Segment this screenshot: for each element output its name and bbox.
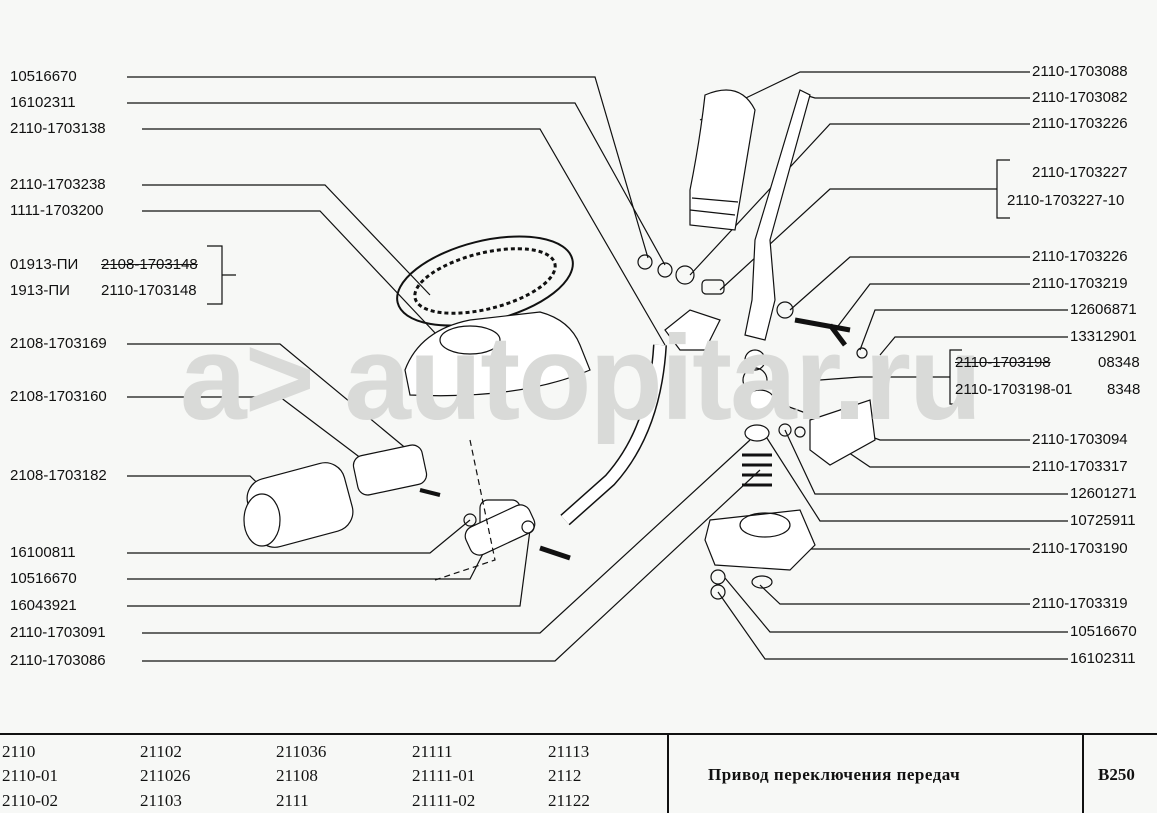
leader-line: [769, 399, 1030, 441]
leader-line: [142, 128, 666, 346]
part-label[interactable]: 8348: [1107, 381, 1141, 398]
shift-knob: [689, 89, 756, 231]
part-label[interactable]: 16102311: [10, 94, 76, 111]
diagram-title: Привод переключения передач: [708, 765, 961, 784]
part-label-obsolete[interactable]: 2108-1703148: [101, 256, 198, 273]
leader-line: [724, 577, 1068, 633]
part-label[interactable]: 1913-ПИ: [10, 282, 70, 299]
model-code: 21111-01: [412, 766, 476, 785]
spring-assembly: [742, 367, 775, 487]
leader-line: [127, 76, 649, 259]
hinge: [352, 444, 428, 496]
leader-line: [804, 94, 1030, 99]
leader-line: [689, 123, 1030, 276]
part-label[interactable]: 10516670: [10, 570, 77, 587]
part-label[interactable]: 2110-1703319: [1032, 595, 1128, 612]
part-label[interactable]: 2110-1703198-01: [955, 381, 1073, 398]
bolt: [794, 317, 851, 347]
sleeve: [464, 504, 536, 556]
nuts: [419, 254, 868, 600]
part-label[interactable]: 2110-1703082: [1032, 89, 1128, 106]
part-label[interactable]: 10725911: [1070, 512, 1136, 529]
model-code: 2110: [2, 742, 36, 761]
part-label[interactable]: 2110-1703086: [10, 652, 106, 669]
model-code: 21108: [276, 766, 318, 785]
leader-line: [859, 309, 1068, 351]
model-code: 2110-01: [2, 766, 59, 785]
part-label[interactable]: 1111-1703200: [10, 202, 104, 219]
rod: [560, 309, 721, 526]
part-label[interactable]: 2110-1703091: [10, 624, 106, 641]
part-label[interactable]: 10516670: [1070, 623, 1137, 640]
part-label[interactable]: 2108-1703160: [10, 388, 107, 405]
model-code: 21122: [548, 791, 590, 810]
part-label[interactable]: 01913-ПИ: [10, 256, 79, 273]
leader-line: [127, 102, 666, 266]
leader-line: [717, 591, 1068, 660]
plate: [809, 399, 876, 466]
model-code: 21103: [140, 791, 182, 810]
part-label[interactable]: 2108-1703169: [10, 335, 107, 352]
part-label[interactable]: 08348: [1098, 354, 1140, 371]
part-label[interactable]: 2110-1703226: [1032, 115, 1128, 132]
bracket-left: [207, 245, 236, 305]
leader-line: [142, 439, 751, 634]
part-label[interactable]: 2110-1703238: [10, 176, 106, 193]
axis-dashed: [434, 439, 496, 581]
diagram-code: B250: [1098, 765, 1135, 784]
bracket-right-mid: [930, 349, 962, 405]
leader-line: [834, 283, 1030, 331]
leader-line: [142, 184, 431, 296]
model-code: 21111: [412, 742, 453, 761]
part-label[interactable]: 2110-1703148: [101, 282, 197, 299]
part-label[interactable]: 2110-1703088: [1032, 63, 1128, 80]
leader-line: [127, 396, 371, 466]
part-label[interactable]: 2110-1703227-10: [1007, 192, 1125, 209]
leader-line: [819, 376, 930, 381]
model-code: 211036: [276, 742, 327, 761]
boot-cover: [404, 311, 591, 397]
part-label[interactable]: 16102311: [1070, 650, 1136, 667]
lever-housing: [704, 509, 816, 571]
part-label[interactable]: 12601271: [1070, 485, 1137, 502]
model-code: 2111: [276, 791, 309, 810]
leader-line: [127, 343, 421, 461]
model-code: 2112: [548, 766, 582, 785]
shift-lever: [744, 89, 811, 371]
boot-clamp: [243, 462, 354, 548]
leader-line: [789, 256, 1030, 311]
leader-line: [784, 429, 1068, 495]
leader-line: [142, 210, 471, 371]
footer-grid: [0, 733, 1157, 813]
leader-line: [127, 519, 471, 554]
part-label[interactable]: 2110-1703138: [10, 120, 106, 137]
part-label[interactable]: 16100811: [10, 544, 76, 561]
leader-line: [759, 584, 1030, 605]
bracket-right-top: [960, 159, 1010, 219]
model-code: 2110-02: [2, 791, 59, 810]
leader-line: [127, 529, 531, 607]
leader-line: [127, 539, 491, 580]
part-label[interactable]: 10516670: [10, 68, 77, 85]
part-label[interactable]: 12606871: [1070, 301, 1137, 318]
leader-line: [879, 336, 1068, 356]
leader-line: [764, 434, 1068, 522]
part-label[interactable]: 2108-1703182: [10, 467, 107, 484]
part-label[interactable]: 16043921: [10, 597, 77, 614]
part-label[interactable]: 2110-1703094: [1032, 431, 1128, 448]
leader-lines: [127, 71, 1068, 662]
part-label[interactable]: 2110-1703190: [1032, 540, 1128, 557]
model-code: 211026: [140, 766, 191, 785]
leader-line: [142, 469, 761, 662]
part-label-obsolete[interactable]: 2110-1703198: [955, 354, 1051, 371]
model-code: 21102: [140, 742, 182, 761]
part-label[interactable]: 2110-1703317: [1032, 458, 1128, 475]
model-code: 21111-02: [412, 791, 476, 810]
part-label[interactable]: 2110-1703227: [1032, 164, 1128, 181]
part-label[interactable]: 2110-1703219: [1032, 275, 1128, 292]
part-label[interactable]: 2110-1703226: [1032, 248, 1128, 265]
part-label[interactable]: 13312901: [1070, 328, 1137, 345]
model-code: 21113: [548, 742, 590, 761]
